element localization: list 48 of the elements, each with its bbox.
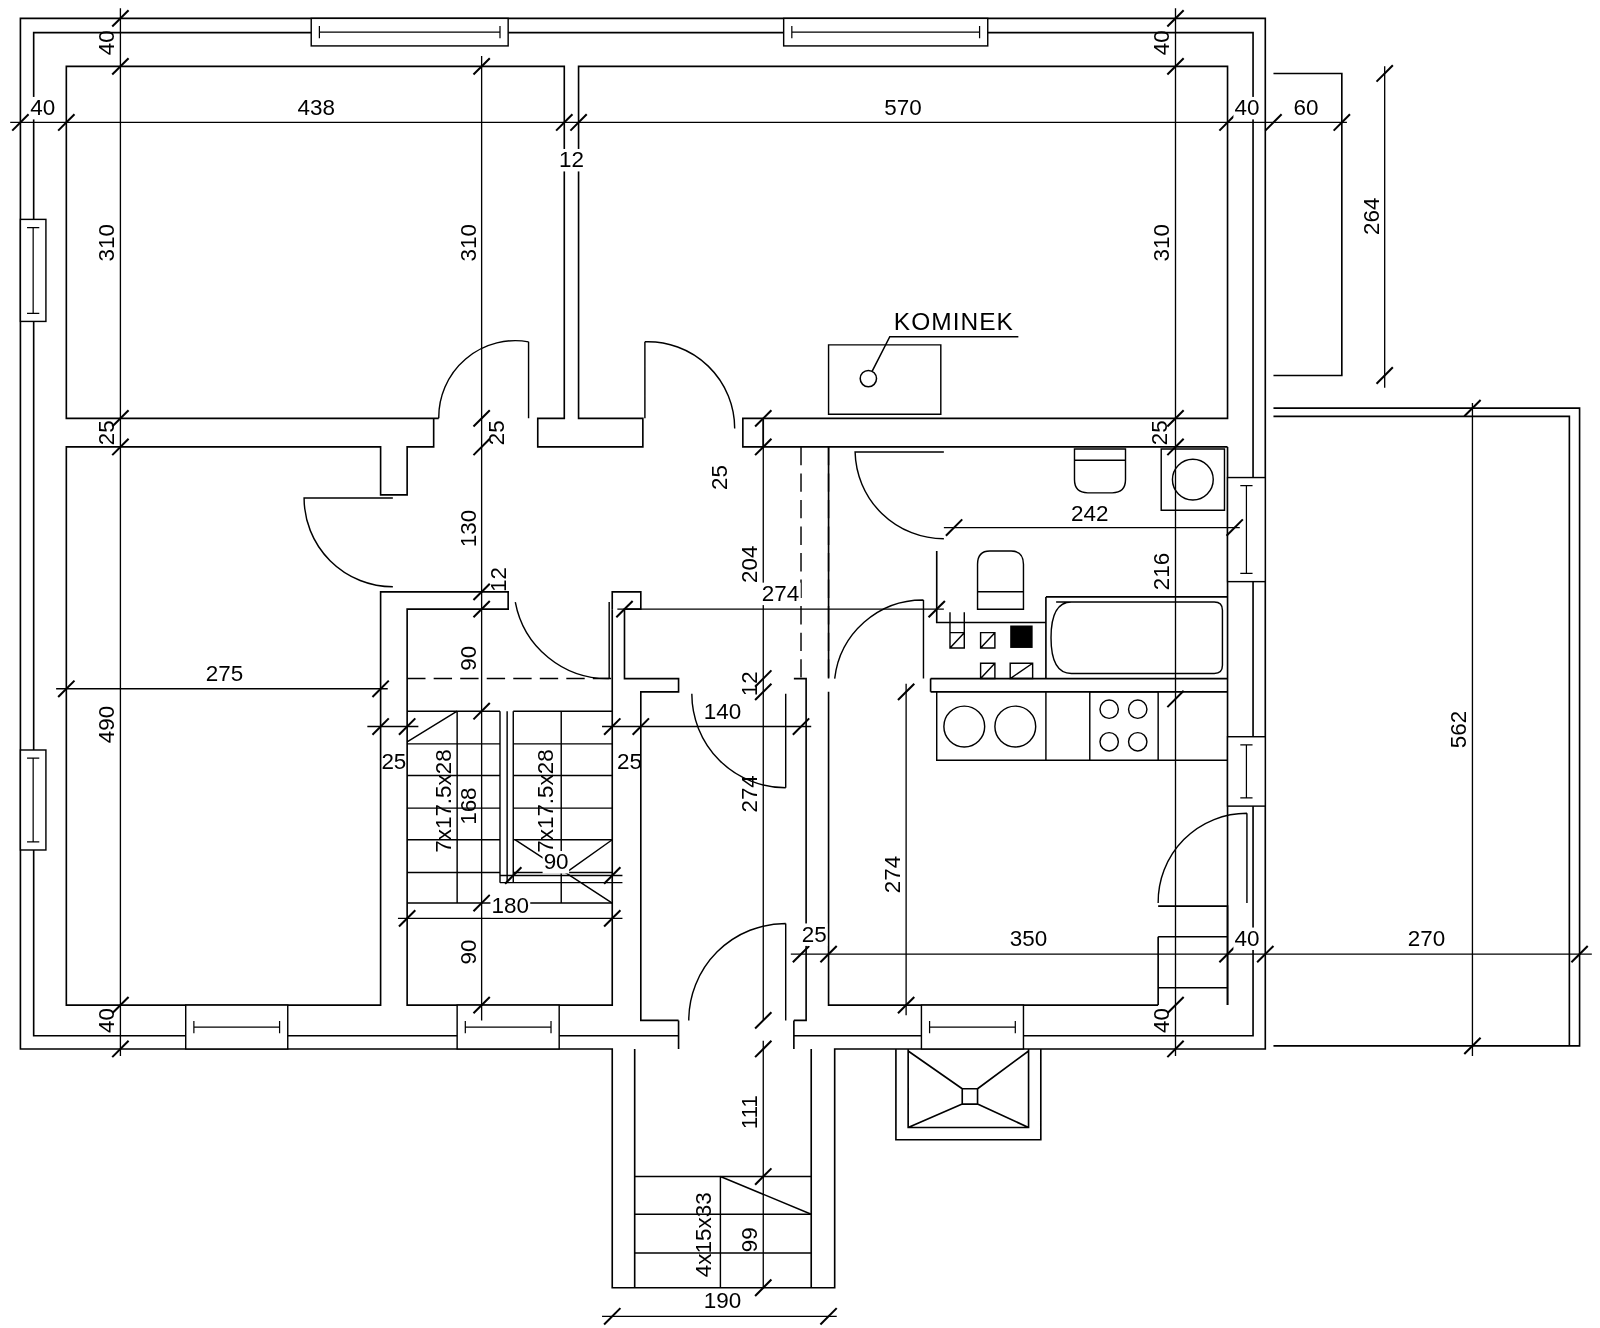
dimension-label: 60 — [1293, 96, 1319, 120]
dimension-label: 25 — [1148, 420, 1172, 446]
dimension-label: 12 — [487, 567, 511, 593]
fixture-label: KOMINEK — [889, 306, 1019, 337]
dimension-label: 310 — [457, 224, 480, 262]
dimension-label: 90 — [542, 851, 570, 874]
dimension-label: 130 — [457, 509, 480, 548]
dimension-label: 270 — [1407, 927, 1446, 950]
dimension-label: 25 — [617, 751, 643, 774]
dimension-label: 7x17.5x28 — [432, 749, 456, 853]
dimension-label: 25 — [800, 923, 828, 946]
dimension-label: 40 — [29, 96, 57, 120]
dimension-label: 216 — [1151, 552, 1174, 591]
dimension-label: 25 — [381, 751, 407, 774]
dimension-label: 168 — [457, 787, 480, 825]
dimension-label: 274 — [738, 775, 762, 813]
dimension-label: 562 — [1447, 710, 1471, 749]
dimension-label: 40 — [1233, 927, 1261, 950]
dimension-label: 242 — [1071, 503, 1109, 526]
dimension-label: 274 — [760, 582, 801, 606]
flue-circle — [859, 369, 878, 388]
dimension-label: 350 — [1009, 927, 1048, 950]
dimension-label: 310 — [1151, 224, 1174, 262]
dimension-label: 25 — [708, 465, 731, 491]
dimension-label: 40 — [95, 1007, 119, 1033]
dimension-label: 90 — [457, 645, 480, 671]
dimension-label: 310 — [95, 224, 119, 262]
dimension-label: 438 — [297, 96, 336, 120]
dimension-label: 490 — [95, 705, 119, 744]
dimension-label: 90 — [457, 939, 480, 965]
dimension-label: 7x17.5x28 — [534, 749, 558, 853]
dimension-label: 4x15x33 — [692, 1192, 716, 1278]
dimension-label: 190 — [703, 1289, 742, 1313]
dimension-label: 99 — [738, 1227, 762, 1253]
dimension-label: 274 — [881, 855, 905, 894]
dimension-label: 111 — [738, 1095, 762, 1130]
dimension-label: 12 — [738, 671, 762, 697]
dimension-label: 140 — [703, 701, 742, 724]
dimension-label: 204 — [738, 545, 762, 583]
dimension-label: 25 — [485, 420, 509, 446]
dimension-label: 25 — [95, 420, 119, 446]
dimension-label: 570 — [884, 96, 922, 120]
dimension-label: 275 — [205, 662, 244, 685]
dimension-label: 264 — [1360, 197, 1383, 236]
dimension-label: 12 — [557, 149, 585, 172]
leader-line — [871, 335, 1020, 373]
dimension-label: 40 — [1233, 96, 1261, 120]
dimension-label: 40 — [1151, 1007, 1174, 1033]
